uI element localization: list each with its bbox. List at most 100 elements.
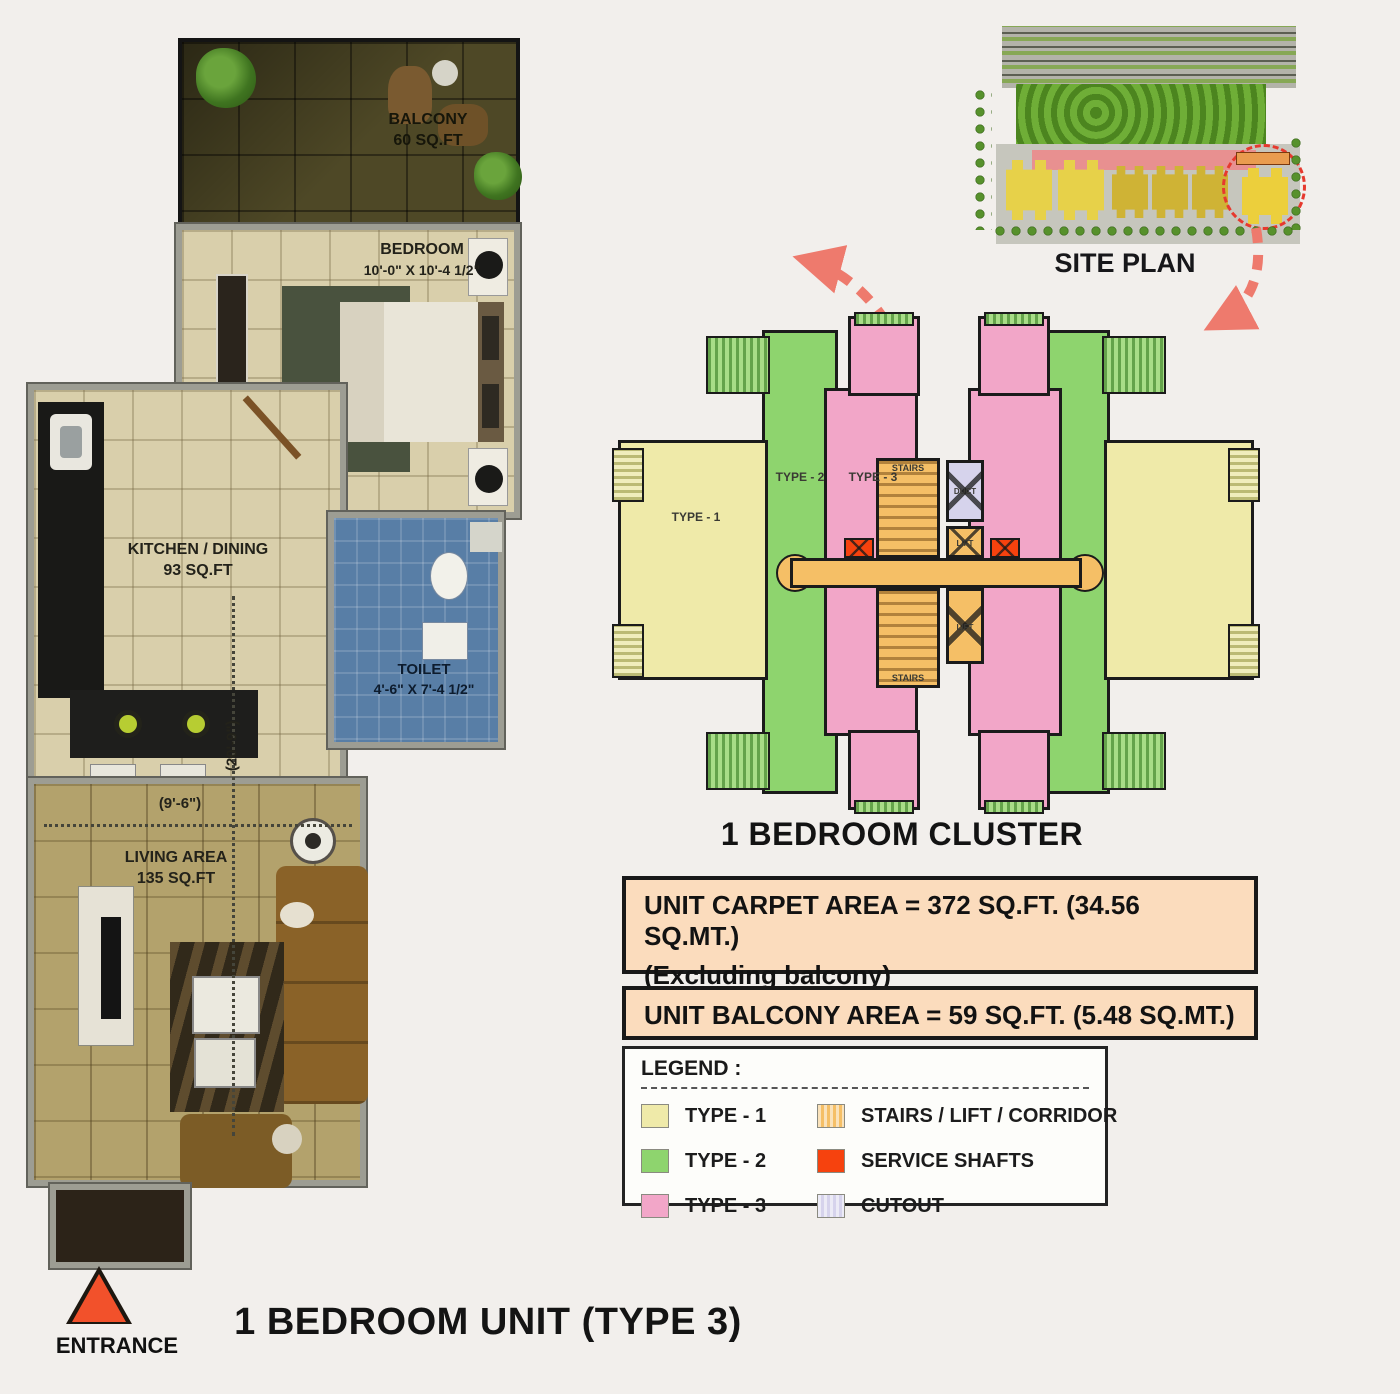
cluster-balcony — [854, 312, 914, 326]
service-shaft — [990, 538, 1020, 558]
corridor — [790, 558, 1082, 588]
balcony-label: BALCONY 60 SQ.FT — [348, 110, 508, 152]
site-building — [1006, 160, 1052, 220]
balcony-area-line: UNIT BALCONY AREA = 59 SQ.FT. (5.48 SQ.M… — [644, 1000, 1235, 1030]
living-label: LIVING AREA 135 SQ.FT — [86, 848, 266, 890]
legend-swatch-cutout — [817, 1194, 845, 1218]
site-green-band — [1016, 84, 1266, 148]
wc — [430, 552, 468, 600]
kitchen-sink — [50, 414, 92, 470]
balcony-room: BALCONY 60 SQ.FT — [178, 38, 522, 226]
stairs-bottom: STAIRS — [876, 588, 940, 688]
entrance-triangle-icon — [72, 1274, 126, 1322]
cluster-type3-wing — [978, 316, 1050, 396]
burner-icon — [182, 710, 210, 738]
room-name: LIVING AREA — [124, 849, 228, 866]
legend-label: TYPE - 2 — [685, 1149, 767, 1172]
dimension-line-horizontal — [44, 824, 352, 827]
cluster-balcony — [612, 448, 644, 502]
lift-top: LIFT — [946, 526, 984, 558]
entrance-foyer — [48, 1182, 192, 1270]
carpet-area-line1: UNIT CARPET AREA = 372 SQ.FT. (34.56 SQ.… — [644, 890, 1140, 951]
dimension-label-horizontal: (9'-6") — [158, 795, 202, 812]
bed — [340, 302, 504, 442]
site-building — [1152, 166, 1188, 218]
bedroom-label: BEDROOM 10'-0" X 10'-4 1/2" — [322, 240, 522, 279]
armchair — [180, 1114, 292, 1188]
tv — [101, 917, 121, 1019]
wardrobe — [216, 274, 248, 400]
site-trees-bottom — [992, 222, 1298, 242]
room-area: 93 SQ.FT — [163, 561, 233, 579]
burner-icon — [114, 710, 142, 738]
legend-items: TYPE - 1 STAIRS / LIFT / CORRIDOR TYPE -… — [641, 1101, 1117, 1221]
balcony-chair — [438, 104, 488, 146]
living-room: LIVING AREA 135 SQ.FT — [26, 776, 368, 1188]
duct: DUCT — [946, 460, 984, 522]
pillow — [482, 316, 499, 360]
balcony-chair — [388, 66, 432, 124]
room-name: BALCONY — [388, 111, 468, 128]
cluster-balcony — [854, 800, 914, 814]
legend-swatch-type1 — [641, 1104, 669, 1128]
legend-divider — [641, 1087, 1089, 1089]
lamp-icon — [475, 465, 503, 493]
kitchen-label: KITCHEN / DINING 93 SQ.FT — [98, 540, 298, 582]
legend-box: LEGEND : TYPE - 1 STAIRS / LIFT / CORRID… — [622, 1046, 1117, 1218]
cluster-balcony — [706, 336, 770, 394]
room-dims: 4'-6" X 7'-4 1/2" — [373, 680, 475, 697]
cluster-balcony — [984, 312, 1044, 326]
cluster-type3-wing — [848, 316, 920, 396]
room-name: TOILET — [397, 661, 451, 678]
cluster-title: 1 BEDROOM CLUSTER — [720, 816, 1084, 852]
cluster-type3-wing — [978, 730, 1050, 810]
type3-label: TYPE - 3 — [848, 470, 898, 484]
legend-swatch-circulation — [817, 1104, 845, 1128]
cluster-balcony — [612, 624, 644, 678]
stairs-top: STAIRS — [876, 458, 940, 558]
carpet-area-line2: (Excluding balcony) — [644, 960, 892, 990]
sofa-pillow — [280, 902, 314, 928]
duct-label: DUCT — [953, 487, 977, 496]
service-shaft — [844, 538, 874, 558]
table-center — [305, 833, 321, 849]
legend-label: SERVICE SHAFTS — [861, 1149, 1034, 1172]
cluster-balcony — [1228, 624, 1260, 678]
sheet-title: 1 BEDROOM UNIT (TYPE 3) — [234, 1301, 742, 1343]
legend-swatch-type2 — [641, 1149, 669, 1173]
cluster-plan: STAIRS DUCT LIFT STAIRS LIFT TYPE - 1 TY… — [610, 312, 1260, 814]
site-building — [1058, 160, 1104, 220]
legend-label: STAIRS / LIFT / CORRIDOR — [861, 1104, 1118, 1127]
lift-label: LIFT — [956, 539, 974, 548]
toilet-label: TOILET 4'-6" X 7'-4 1/2" — [346, 660, 502, 698]
site-building — [1112, 166, 1148, 218]
legend-swatch-type3 — [641, 1194, 669, 1218]
site-plan — [950, 16, 1310, 266]
kitchen-island — [70, 690, 258, 758]
cluster-type3-wing — [848, 730, 920, 810]
legend-title: LEGEND : — [641, 1057, 742, 1080]
bed-fold — [340, 302, 384, 442]
carpet-area-box: UNIT CARPET AREA = 372 SQ.FT. (34.56 SQ.… — [622, 876, 1258, 990]
room-dims: 10'-0" X 10'-4 1/2" — [363, 261, 481, 278]
cluster-balcony — [984, 800, 1044, 814]
round-table — [290, 818, 336, 864]
plant-icon — [196, 48, 256, 108]
dimension-line-vertical — [232, 596, 235, 1136]
plant-icon — [474, 152, 522, 200]
tv-unit — [78, 886, 134, 1046]
sink-basin — [60, 426, 82, 458]
lift-label: LIFT — [956, 623, 974, 632]
site-road-top — [1002, 26, 1296, 88]
legend-label: CUTOUT — [861, 1194, 944, 1217]
coffee-table — [192, 976, 260, 1034]
coffee-table — [194, 1038, 256, 1088]
cluster-balcony — [1102, 336, 1166, 394]
nightstand — [468, 238, 508, 296]
stairs-label: STAIRS — [891, 673, 925, 683]
room-name: KITCHEN / DINING — [127, 541, 269, 558]
arrow-site-to-cluster — [1203, 227, 1264, 331]
cluster-balcony — [706, 732, 770, 790]
legend-swatch-service — [817, 1149, 845, 1173]
